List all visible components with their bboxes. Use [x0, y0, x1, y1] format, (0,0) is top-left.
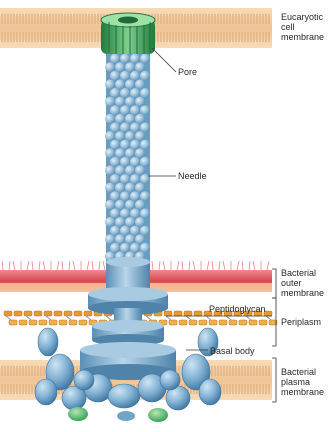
label-peptidoglycan: Peptidoglycan	[209, 304, 266, 314]
label-pore: Pore	[178, 67, 197, 77]
label-needle: Needle	[178, 171, 207, 181]
label-eucaryotic-cell-membrane: Eucaryotic cell membrane	[281, 12, 324, 42]
label-bacterial-outer-membrane: Bacterial outer membrane	[281, 268, 324, 298]
label-bacterial-plasma-membrane: Bacterial plasma membrane	[281, 367, 324, 397]
label-basal-body: Basal body	[210, 346, 255, 356]
pore-complex	[101, 13, 155, 54]
label-periplasm: Periplasm	[281, 317, 321, 327]
needle	[105, 40, 150, 280]
